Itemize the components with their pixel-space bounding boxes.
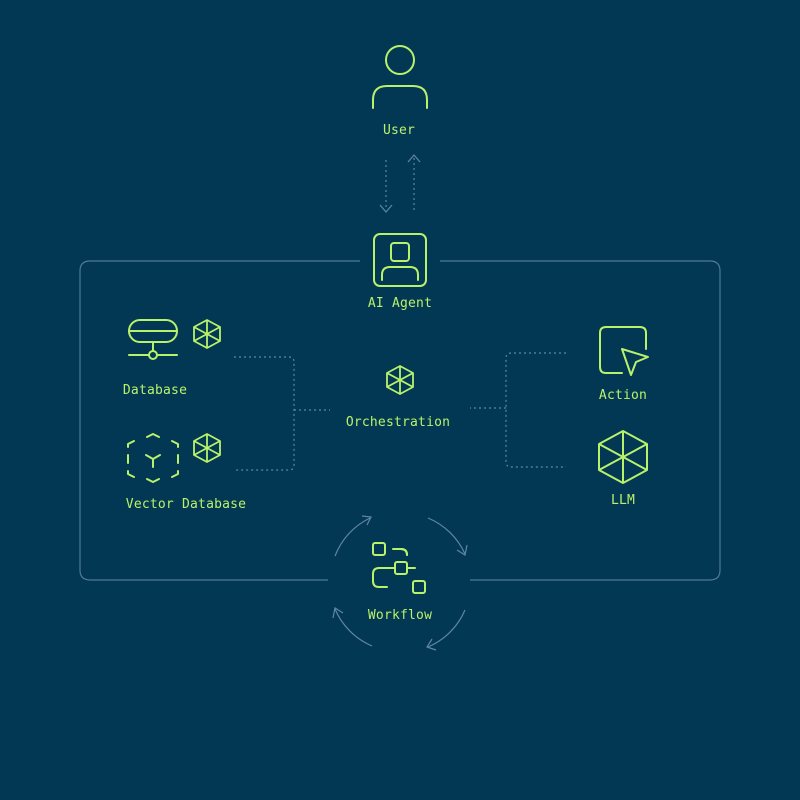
database-label: Database (122, 383, 188, 398)
agent-icon (372, 232, 428, 288)
hexagon-icon (192, 318, 222, 350)
llm-label: LLM (610, 493, 636, 508)
user-icon (370, 44, 430, 110)
user-label: User (382, 123, 416, 138)
right-bracket (470, 352, 566, 468)
database-icon (127, 318, 181, 362)
hexagon-icon (385, 364, 415, 396)
arrow-up-head (407, 154, 421, 163)
hexagon-icon (597, 429, 649, 485)
workflow-cycle (332, 515, 468, 651)
action-label: Action (598, 388, 648, 403)
workflow-label: Workflow (367, 608, 433, 623)
vector-database-label: Vector Database (125, 497, 247, 512)
vector-cube-icon (126, 433, 180, 483)
left-bracket (234, 356, 330, 471)
workflow-icon (371, 541, 429, 597)
arrow-down-head (379, 204, 393, 213)
cursor-icon (598, 325, 652, 379)
agent-label: AI Agent (367, 296, 433, 311)
orchestration-label: Orchestration (345, 415, 451, 430)
hexagon-icon (192, 432, 222, 464)
agent-frame (79, 260, 721, 581)
